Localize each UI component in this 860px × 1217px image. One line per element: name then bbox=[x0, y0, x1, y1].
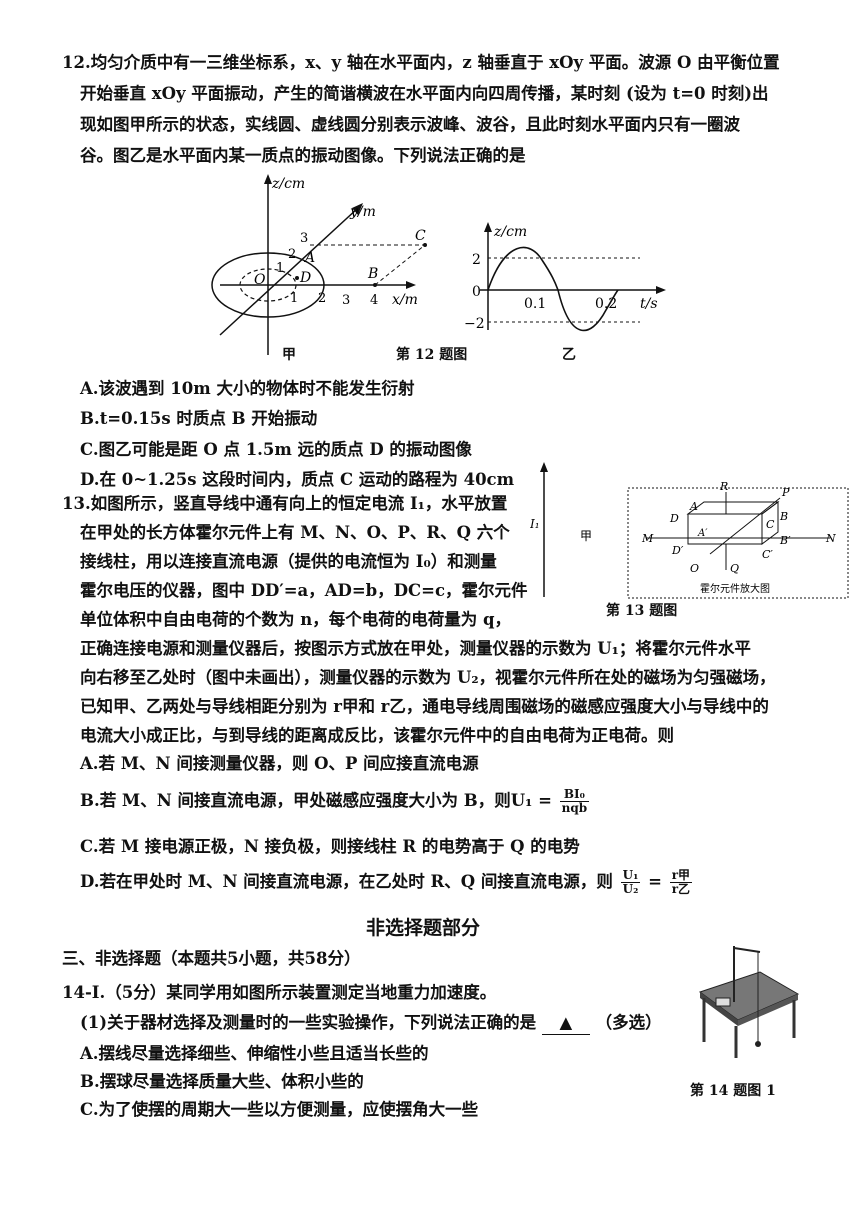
label-m: M bbox=[641, 532, 654, 545]
point-b-label: B bbox=[367, 266, 378, 282]
label-c-prime: C′ bbox=[762, 548, 773, 561]
y-tick-1: 1 bbox=[276, 261, 284, 276]
tick-2: 2 bbox=[472, 252, 481, 268]
q13-line-3: 接线柱，用以连接直流电源（提供的电流恒为 I₀）和测量 bbox=[80, 552, 497, 571]
q12-figure-jia: z/cm x/m y/m C B A D O 1 2 3 4 1 2 3 bbox=[211, 174, 427, 355]
section-title: 非选择题部分 bbox=[366, 917, 481, 939]
q13-option-d-lden: U₂ bbox=[622, 882, 639, 896]
q12-fig-yi-caption: 乙 bbox=[562, 347, 576, 363]
q13-option-c[interactable]: C.若 M 接电源正极，N 接负极，则接线柱 R 的电势高于 Q 的电势 bbox=[80, 837, 580, 856]
label-d-prime: D′ bbox=[671, 544, 684, 557]
q12-option-b[interactable]: B.t=0.15s 时质点 B 开始振动 bbox=[80, 409, 318, 428]
q12-line-2: 开始垂直 xOy 平面振动，产生的简谐横波在水平面内向四周传播，某时刻 (设为 … bbox=[80, 84, 769, 103]
x-tick-2: 2 bbox=[318, 291, 326, 306]
zoom-caption: 霍尔元件放大图 bbox=[700, 582, 770, 595]
q13-line-1: 13.如图所示，竖直导线中通有向上的恒定电流 I₁，水平放置 bbox=[62, 494, 508, 513]
x-tick-3: 3 bbox=[342, 293, 350, 308]
label-a: A bbox=[689, 500, 698, 513]
q13-option-d-lnum: U₁ bbox=[620, 868, 641, 883]
point-c-label: C bbox=[415, 228, 426, 244]
q13-line-5: 单位体积中自由电荷的个数为 n，每个电荷的电荷量为 q， bbox=[80, 610, 512, 629]
t-axis-label: t/s bbox=[640, 296, 658, 312]
q13-option-d-eq: = bbox=[648, 872, 662, 891]
q12-option-a[interactable]: A.该波遇到 10m 大小的物体时不能发生衍射 bbox=[80, 379, 415, 398]
label-b: B bbox=[779, 510, 788, 523]
q13-option-d-rden: r乙 bbox=[671, 882, 691, 896]
q13-option-d-rnum: r甲 bbox=[669, 868, 693, 883]
x-tick-1: 1 bbox=[290, 291, 298, 306]
label-b-prime: B′ bbox=[779, 534, 791, 547]
jia-label: 甲 bbox=[580, 529, 592, 543]
q13-figure: I₁ 甲 R P D A B M A′ C N D′ B′ C′ O Q 霍尔元… bbox=[530, 462, 849, 599]
tick-0: 0 bbox=[472, 284, 481, 300]
q12-fig-jia-caption: 甲 bbox=[282, 347, 296, 363]
origin-label: O bbox=[254, 272, 266, 288]
q13-option-b-num: BI₀ bbox=[559, 788, 590, 802]
label-o: O bbox=[690, 562, 699, 575]
vibration-curve bbox=[487, 246, 619, 332]
q14-figure bbox=[698, 946, 800, 1058]
q12-option-d[interactable]: D.在 0~1.25s 这段时间内，质点 C 运动的路程为 40cm bbox=[80, 470, 515, 489]
tick-m2: −2 bbox=[464, 316, 485, 332]
x-tick-4: 4 bbox=[370, 293, 378, 308]
tick-0-2: 0.2 bbox=[595, 296, 617, 312]
q12-line-3: 现如图甲所示的状态，实线圆、虚线圆分别表示波峰、波谷，且此时刻水平面内只有一圈波 bbox=[80, 115, 740, 134]
label-n: N bbox=[825, 532, 836, 545]
label-p: P bbox=[781, 486, 790, 499]
part3-heading: 三、非选择题（本题共5小题，共58分） bbox=[62, 949, 361, 968]
q13-line-2: 在甲处的长方体霍尔元件上有 M、N、O、P、R、Q 六个 bbox=[80, 523, 510, 542]
point-a-label: A bbox=[303, 250, 315, 266]
q12-figure-yi: z/cm t/s 2 −2 0 0.1 0.2 bbox=[464, 222, 666, 332]
y-axis-label: y/m bbox=[349, 204, 376, 220]
q13-line-7: 向右移至乙处时（图中未画出），测量仪器的示数为 U₂，视霍尔元件所在处的磁场为匀… bbox=[80, 668, 776, 687]
q13-option-d-text: D.若在甲处时 M、N 间接直流电源，在乙处时 R、Q 间接直流电源，则 bbox=[80, 872, 613, 891]
q12-line-1: 12.均匀介质中有一三维坐标系，x、y 轴在水平面内，z 轴垂直于 xOy 平面… bbox=[62, 53, 780, 72]
q14-option-b[interactable]: B.摆球尽量选择质量大些、体积小些的 bbox=[80, 1072, 364, 1091]
label-a-prime: A′ bbox=[697, 528, 708, 539]
q14-option-c[interactable]: C.为了使摆的周期大一些以方便测量，应使摆角大一些 bbox=[80, 1100, 479, 1119]
tick-0-1: 0.1 bbox=[524, 296, 546, 312]
q14-stem: 14-I.（5分）某同学用如图所示装置测定当地重力加速度。 bbox=[62, 983, 497, 1002]
q13-line-8: 已知甲、乙两处与导线相距分别为 r甲和 r乙，通电导线周围磁场的磁感应强度大小与… bbox=[80, 697, 769, 716]
y-tick-2: 2 bbox=[288, 247, 296, 262]
q13-fig-caption: 第 13 题图 bbox=[606, 603, 678, 619]
label-q: Q bbox=[730, 562, 739, 575]
q14-option-a[interactable]: A.摆线尽量选择细些、伸缩性小些且适当长些的 bbox=[80, 1044, 429, 1063]
current-label: I₁ bbox=[530, 517, 540, 531]
q14-sub1: (1)关于器材选择及测量时的一些实验操作，下列说法正确的是 ▲ （多选） bbox=[80, 1012, 662, 1035]
trough-circle bbox=[239, 268, 297, 302]
q12-fig-caption: 第 12 题图 bbox=[396, 347, 468, 363]
label-c: C bbox=[766, 518, 775, 531]
q12-option-c[interactable]: C.图乙可能是距 O 点 1.5m 远的质点 D 的振动图像 bbox=[80, 440, 472, 459]
q13-option-b-text: B.若 M、N 间接直流电源，甲处磁感应强度大小为 B，则U₁ = bbox=[80, 791, 552, 810]
zt-axis-label: z/cm bbox=[493, 224, 527, 240]
q12-line-4: 谷。图乙是水平面内某一质点的振动图像。下列说法正确的是 bbox=[80, 146, 526, 165]
q14-fig-caption: 第 14 题图 1 bbox=[690, 1083, 776, 1099]
q14-sub1-post: （多选） bbox=[595, 1013, 662, 1032]
x-axis-label: x/m bbox=[392, 292, 418, 308]
label-d: D bbox=[669, 512, 679, 525]
label-r: R bbox=[719, 480, 728, 493]
q13-line-9: 电流大小成正比，与到导线的距离成反比，该霍尔元件中的自由电荷为正电荷。则 bbox=[80, 726, 674, 745]
q14-answer-blank[interactable]: ▲ bbox=[541, 1012, 590, 1035]
crest-circle bbox=[211, 252, 325, 318]
q13-line-4: 霍尔电压的仪器，图中 DD′=a，AD=b，DC=c，霍尔元件 bbox=[80, 581, 528, 600]
point-d-label: D bbox=[299, 270, 311, 286]
q14-sub1-pre: (1)关于器材选择及测量时的一些实验操作，下列说法正确的是 bbox=[80, 1013, 537, 1032]
q13-line-6: 正确连接电源和测量仪器后，按图示方式放在甲处，测量仪器的示数为 U₁；将霍尔元件… bbox=[80, 639, 751, 658]
y-tick-3: 3 bbox=[300, 231, 308, 246]
z-axis-label: z/cm bbox=[271, 176, 305, 192]
q13-option-b-den: nqb bbox=[561, 801, 588, 815]
q13-option-a[interactable]: A.若 M、N 间接测量仪器，则 O、P 间应接直流电源 bbox=[80, 754, 479, 773]
